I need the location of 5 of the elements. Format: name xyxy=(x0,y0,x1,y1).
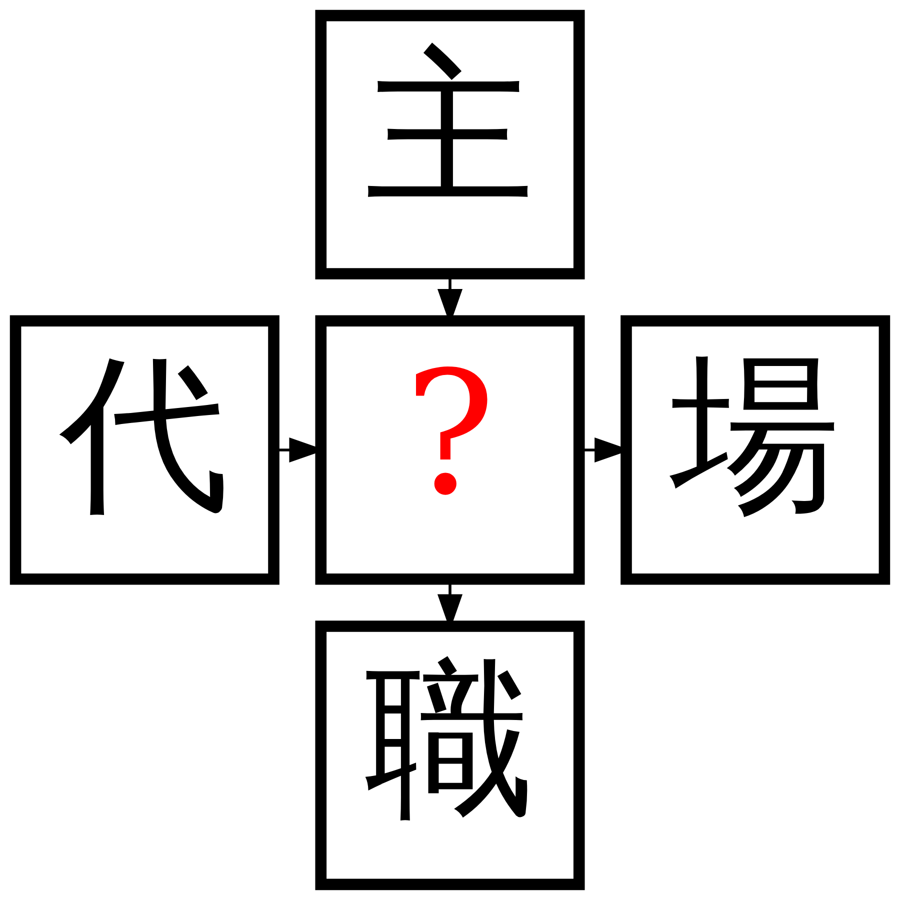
node-box: 職 xyxy=(315,620,585,890)
node-box: 代 xyxy=(10,315,280,585)
node-box: 主 xyxy=(315,10,585,280)
node-box: 場 xyxy=(620,315,890,585)
node-box: ? xyxy=(315,315,585,585)
